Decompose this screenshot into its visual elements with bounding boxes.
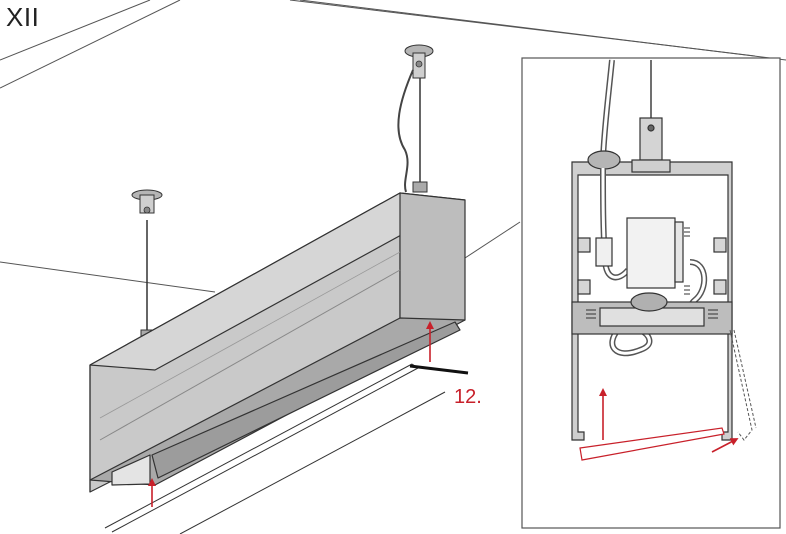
diffuser-strip (104, 363, 446, 534)
detail-cross-section (571, 59, 757, 461)
install-arrows (148, 321, 434, 507)
linear-fixture (89, 192, 466, 493)
diffuser-sheet (579, 427, 725, 461)
suspension-left (131, 189, 163, 339)
spring (684, 227, 690, 237)
arrow-up-icon (711, 438, 739, 453)
fixture-end (399, 192, 466, 336)
fixture-inner (151, 321, 461, 479)
ceiling-lines (0, 0, 786, 293)
suspension-right (397, 44, 434, 193)
cable-grommet (587, 150, 621, 170)
step-title: XII (6, 2, 40, 32)
driver-block (626, 217, 676, 289)
hanger-clamp (639, 117, 663, 161)
spring (684, 285, 690, 295)
lamp-bulb (630, 292, 668, 312)
detail-arrows (599, 388, 739, 453)
step-number: 12. (454, 386, 482, 408)
diffuser-end-mark (409, 364, 469, 375)
power-cable (397, 69, 414, 193)
